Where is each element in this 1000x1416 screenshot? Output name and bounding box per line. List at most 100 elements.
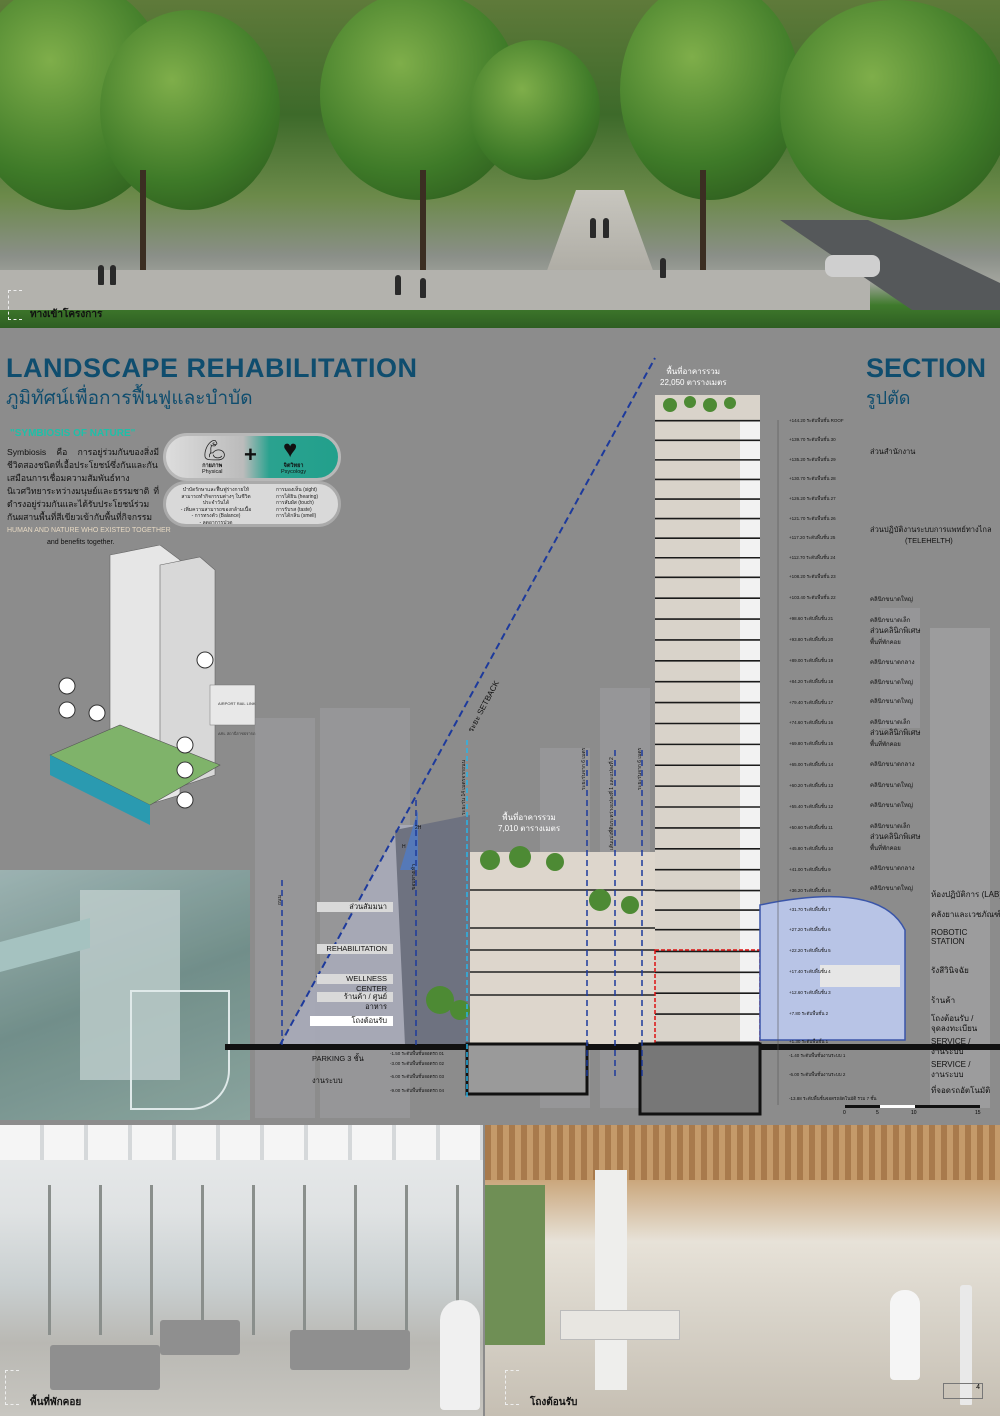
zone-robotic-1: ROBOTIC [931,928,968,937]
zone-service-1a: SERVICE / [931,1037,971,1046]
zone-shop: ร้านค้า [931,996,956,1005]
symbiosis-body: Symbiosis คือ การอยู่ร่วมกันของสิ่งมีชีว… [7,447,159,522]
zone-waiting: พื้นที่พักคอย [870,640,901,646]
zone-clinic-large: คลินิกขนาดใหญ่ [870,680,913,686]
level-label: +130.70 ระดับพื้นชั้น 28 [789,476,836,482]
level-label: +12.60 ระดับพื้นชั้น 3 [789,990,831,996]
zone-service-1: SERVICE /งานระบบ [931,1037,970,1057]
heart-pulse-icon: ♥ [283,436,298,463]
senses-list: การมองเห็น (sight) การได้ยิน (hearing) ก… [276,487,331,520]
zone-service-2a: SERVICE / [931,1060,971,1069]
level-label: +27.20 ระดับพื้นชั้น 6 [789,926,831,932]
zone-clinic-large: คลินิกขนาดใหญ่ [870,803,913,809]
building-section-drawing [225,357,1000,1116]
hero-caption: ทางเข้าโครงการ [30,309,103,320]
podium-label-shops: ร้านค้า / ศูนย์อาหาร [317,992,393,1011]
zone-service-1b: งานระบบ [931,1047,964,1056]
zone-special-clinic-group: คลินิกขนาดเล็กส่วนคลินิกพิเศษพื้นที่พักค… [870,821,920,853]
level-label: +126.20 ระดับพื้นชั้น 27 [789,496,836,502]
zone-lab: ห้องปฏิบัติการ (LAB) [931,890,1000,899]
podium-label-lobby: โถงต้อนรับ [310,1016,393,1026]
psych-en: Psycology [281,469,307,475]
zone-special-clinic: ส่วนคลินิกพิเศษ [870,728,921,737]
level-label: +144.20 ระดับพื้นชั้น ROOF [789,417,844,423]
reception-lobby-rendering: โถงต้อนรับ 4 [485,1125,1000,1416]
setback-14m-label: ระยะร่น 14 เมตรจากถนน [461,760,467,815]
level-label: +22.20 ระดับพื้นชั้น 5 [789,948,831,954]
zone-clinic-large: คลินิกขนาดใหญ่ [870,783,913,789]
level-label: +121.70 ระดับพื้นชั้น 26 [789,515,836,521]
level-label: +98.60 ระดับพื้นชั้น 21 [789,616,834,622]
mark-2h: 2H [415,825,422,831]
zone-clinic-large: คลินิกขนาดใหญ่ [870,699,913,705]
symbiosis-heading: "SYMBIOSIS OF NATURE" [10,428,136,439]
level-label: +1.30 ระดับพื้นชั้น 1 [789,1039,829,1045]
setback-6m-label-2: ระยะร่นจาก 6 เมตร [637,747,643,790]
basement-level: -1.40 ระดับพื้นชั้นงานระบบ 1 [789,1053,846,1058]
level-label: +7.80 ระดับพื้นชั้น 2 [789,1011,829,1017]
zone-special-clinic-group: คลินิกขนาดเล็กส่วนคลินิกพิเศษพื้นที่พักค… [870,717,920,749]
landscape-entrance-rendering: ทางเข้าโครงการ [0,0,1000,328]
level-label: +65.00 ระดับพื้นชั้น 14 [789,762,834,768]
arm-muscle-icon: 💪︎ [202,440,228,462]
level-label: +117.20 ระดับพื้นชั้น 25 [789,535,836,541]
zone-clinic-medium: คลินิกขนาดกลาง [870,762,915,768]
sidewalk-label: ขอบทางเท้า [411,864,417,890]
zone-special-clinic: ส่วนคลินิกพิเศษ [870,626,921,635]
sense-item: การมองเห็น (sight) [276,487,317,493]
zone-clinic-medium: คลินิกขนาดกลาง [870,660,915,666]
zone-office: ส่วนสำนักงาน [870,447,916,456]
plus-sign: + [244,442,257,467]
zone-clinic-small: คลินิกขนาดเล็ก [870,720,911,726]
parking-3-floors-label: PARKING 3 ชั้น [312,1054,364,1063]
zone-clinic-small: คลินิกขนาดเล็ก [870,618,911,624]
iso-label-airport-rail-link: AIRPORT RAIL LINK [218,701,256,706]
zone-telehealth-en: (TELEHELTH) [905,536,953,545]
road-label: ถนน [277,895,283,905]
scale-tick: 5 [876,1110,879,1116]
section-title: SECTION [866,353,987,383]
basement-level: -6.00 ระดับพื้นชั้นงานระบบ 2 [789,1072,846,1077]
systems-label: งานระบบ [312,1076,343,1085]
zone-waiting: พื้นที่พักคอย [870,742,901,748]
level-label: +93.80 ระดับพื้นชั้น 20 [789,636,834,642]
page-number: 4 [943,1383,983,1399]
benefits-pill: บำบัดรักษาและฟื้นฟูร่างกายให้สามารถทำกิจ… [163,481,341,527]
zone-special-clinic: ส่วนคลินิกพิเศษ [870,832,921,841]
landscape-title: LANDSCAPE REHABILITATION [6,353,418,383]
level-label: +36.20 ระดับพื้นชั้น 8 [789,887,831,893]
tower-area-value: 22,050 ตารางเมตร [660,378,727,387]
zone-clinic-large: คลินิกขนาดใหญ่ [870,886,913,892]
podium-label-rehabilitation: REHABILITATION [317,944,393,954]
setback-6m-label: ระยะร่นจาก 6 เมตร [581,747,587,790]
zone-service-2: SERVICE /งานระบบ [931,1060,970,1080]
podium-label-seminar: ส่วนสัมมนา [317,902,393,912]
podium-area-value: 7,010 ตารางเมตร [498,824,561,833]
zone-clinic-large: คลินิกขนาดใหญ่ [870,597,913,603]
physical-en: Physical [202,469,223,475]
level-label: +112.70 ระดับพื้นชั้น 24 [789,554,836,560]
podium-basement-level: -6.00 ระดับพื้นชั้นจอดรถ 03 [390,1074,444,1079]
level-label: +45.80 ระดับพื้นชั้น 10 [789,845,834,851]
level-label: +74.60 ระดับพื้นชั้น 16 [789,720,834,726]
basement-level: -13.88 ระดับพื้นชั้นจอดรถอัตโนมัติ รวม 7… [789,1096,877,1101]
zone-waiting: พื้นที่พักคอย [870,846,901,852]
zone-lobby-1: โถงต้อนรับ / [931,1014,974,1023]
waiting-area-rendering: พื้นที่พักคอย [0,1125,483,1416]
podium-basement-level: -9.00 ระดับพื้นชั้นจอดรถ 04 [390,1088,444,1093]
scale-tick: 10 [911,1110,917,1116]
zone-robotic-2: STATION [931,937,965,946]
level-label: +41.00 ระดับพื้นชั้น 9 [789,866,831,872]
plot-boundary-label: เส้นแบ่งที่ดินระหว่างแปลงที่ 1 และแปลงที… [609,757,615,850]
level-label: +50.60 ระดับพื้นชั้น 11 [789,824,833,830]
tower-area-label: พื้นที่อาคารรวม 22,050 ตารางเมตร [660,366,727,388]
level-label: +60.20 ระดับพื้นชั้น 13 [789,783,834,789]
level-label: +84.20 ระดับพื้นชั้น 18 [789,678,834,684]
tower-area-title: พื้นที่อาคารรวม [666,367,721,376]
symbiosis-en-2: and benefits together. [47,539,115,546]
podium-label-wellness: WELLNESS CENTER [317,974,393,993]
